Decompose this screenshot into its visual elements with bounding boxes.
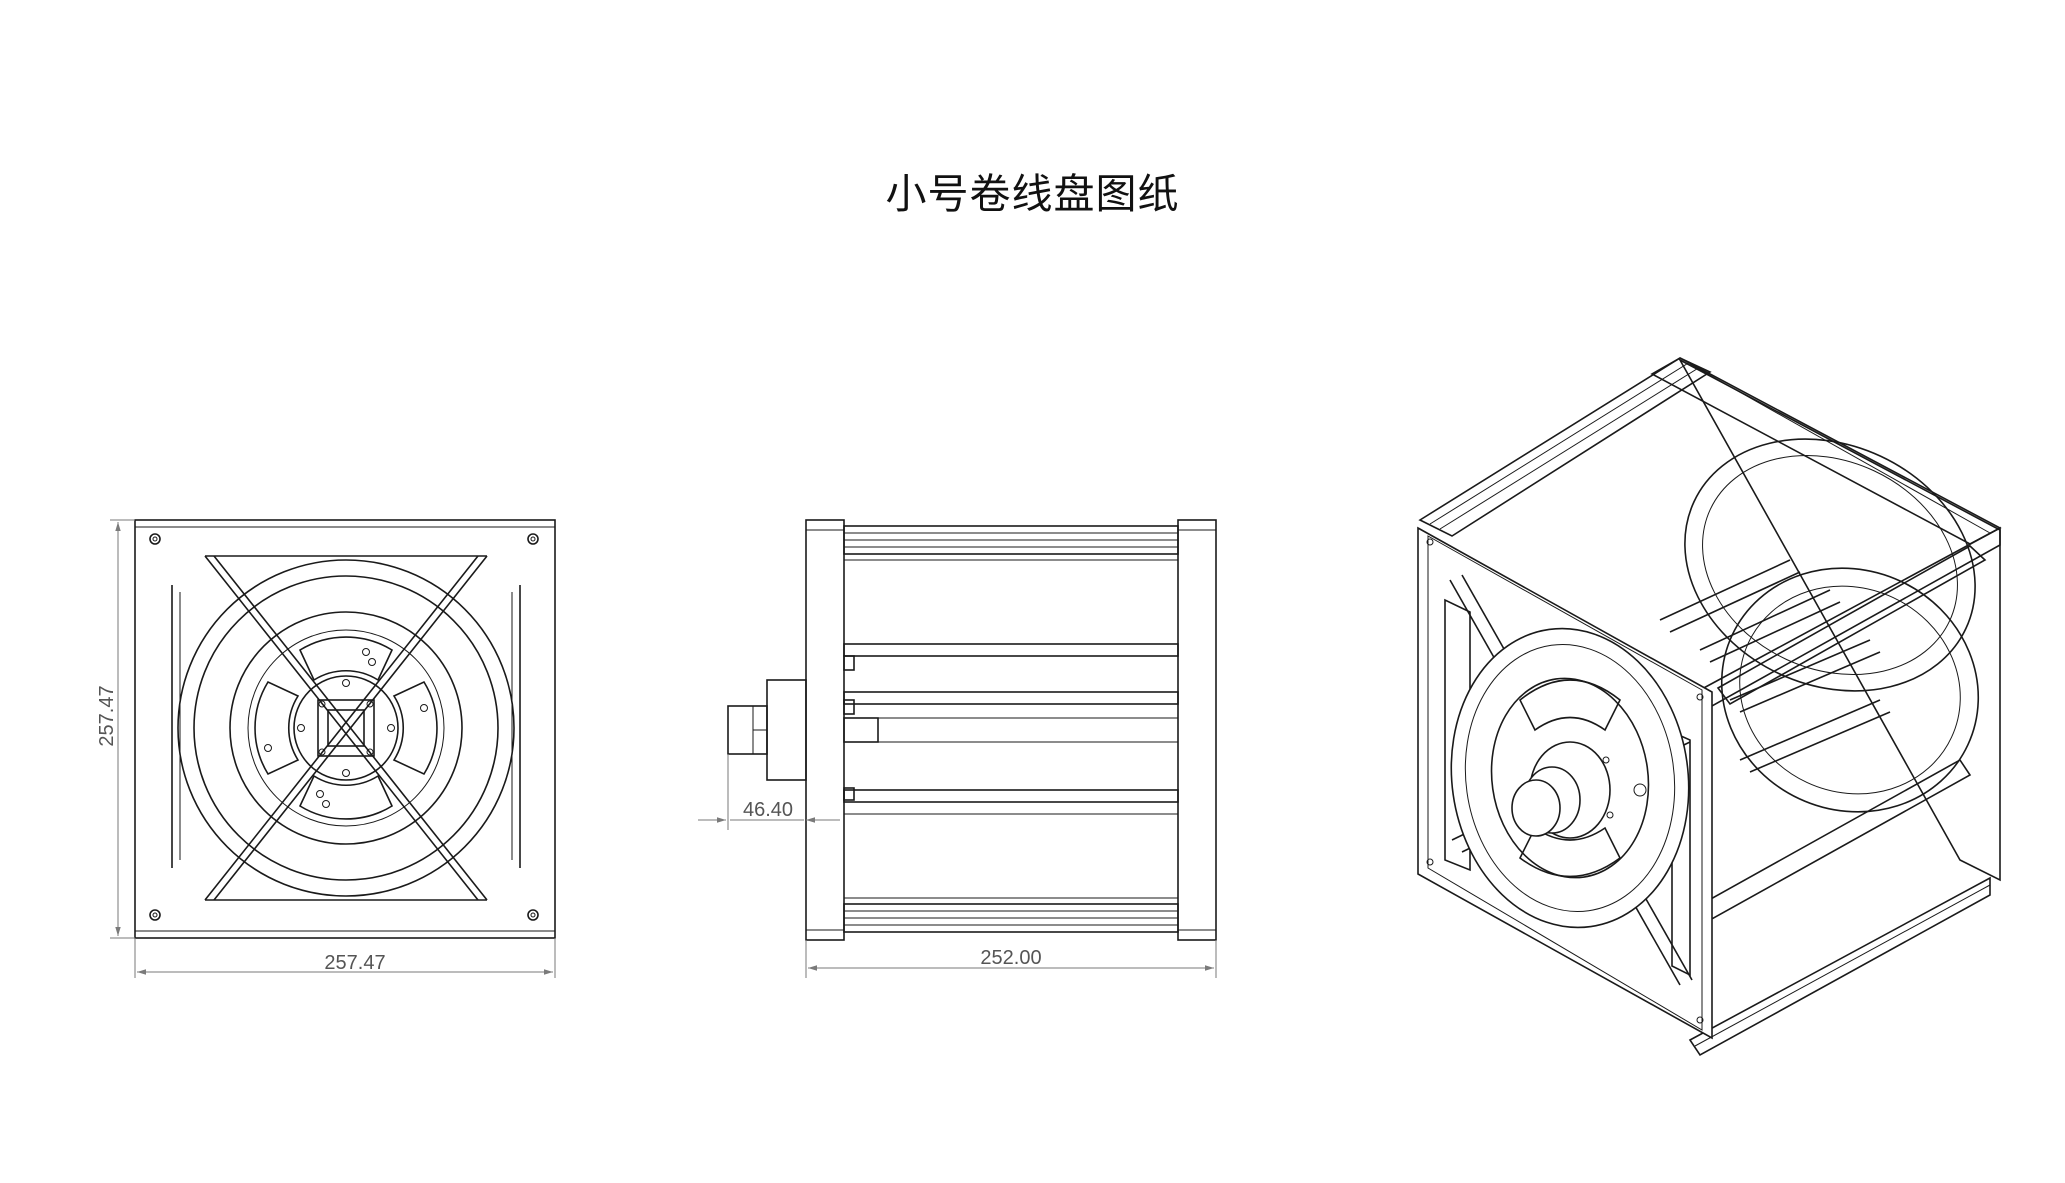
front-view	[134, 519, 556, 939]
drawing-title: 小号卷线盘图纸	[885, 170, 1180, 218]
isometric-view	[1417, 357, 2002, 1057]
front-dimensions: 257.47 257.47	[96, 519, 556, 978]
side-width-dimension: 252.00	[980, 947, 1041, 969]
shaft-length-dimension: 46.40	[743, 799, 793, 821]
side-view	[727, 519, 1217, 941]
front-height-dimension: 257.47	[96, 685, 118, 746]
side-dimensions: 252.00 46.40	[698, 754, 1217, 978]
front-width-dimension: 257.47	[324, 952, 385, 974]
